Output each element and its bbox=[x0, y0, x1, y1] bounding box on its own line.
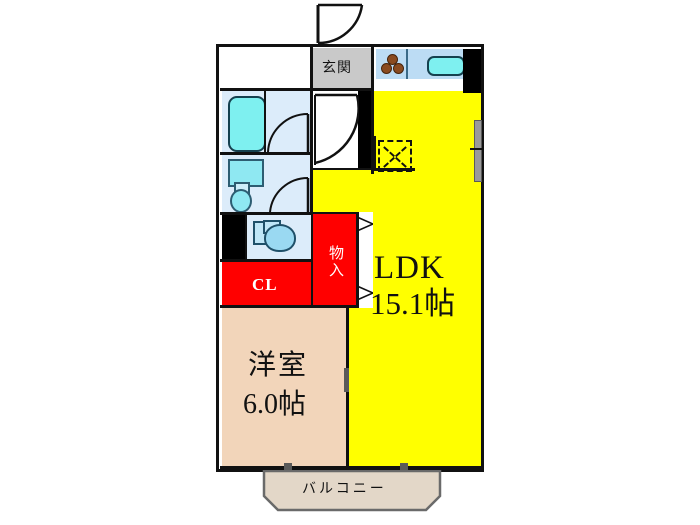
bedroom-name-label: 洋室 bbox=[248, 350, 309, 381]
wall-genkan-left bbox=[310, 46, 313, 168]
wall-toilet-bottom bbox=[220, 259, 312, 262]
wall-sanitary-right bbox=[310, 168, 313, 216]
ldk-size-label: 15.1帖 bbox=[370, 286, 456, 321]
stove-burner-icon bbox=[381, 63, 392, 74]
ldk-window-mullion bbox=[470, 148, 482, 150]
wall-toilet-top bbox=[220, 213, 312, 215]
wall-monoire-top bbox=[311, 211, 359, 214]
room-ldk-lower bbox=[349, 308, 481, 467]
wall-fridge-left bbox=[373, 136, 376, 171]
bathtub-icon bbox=[228, 96, 266, 152]
kitchen-column-black bbox=[463, 49, 481, 93]
toilet-icon bbox=[264, 224, 296, 252]
wall-ldk-notch-top bbox=[313, 168, 375, 170]
ldk-window bbox=[474, 120, 482, 182]
storage-monoire-label: 物入 bbox=[327, 245, 343, 279]
stove-burner-icon bbox=[393, 63, 404, 74]
room-balcony bbox=[262, 469, 442, 512]
entrance-door-swing bbox=[312, 3, 368, 45]
room-ldk-notch bbox=[313, 170, 373, 212]
wall-building-bottom bbox=[220, 466, 482, 469]
bedroom-sliding-door[interactable] bbox=[344, 368, 351, 392]
closet-cl-label: CL bbox=[252, 275, 278, 294]
room-bedroom bbox=[222, 308, 347, 467]
wall-closet-bottom bbox=[220, 305, 312, 308]
wall-monoire-right bbox=[356, 211, 359, 308]
wall-monoire-bottom bbox=[311, 305, 359, 308]
wall-fridge-bottom bbox=[373, 168, 415, 171]
storage-monoire bbox=[313, 213, 357, 306]
wall-bath-bottom bbox=[220, 152, 312, 155]
ldk-name-label: LDK bbox=[374, 250, 445, 286]
bedroom-size-label: 6.0帖 bbox=[243, 389, 307, 420]
wall-monoire-left bbox=[311, 211, 313, 308]
sink-icon bbox=[427, 56, 465, 76]
washbasin-icon bbox=[230, 189, 252, 213]
bath-door-swing bbox=[266, 112, 310, 154]
ldk-balcony-door[interactable] bbox=[400, 463, 408, 472]
shoe-cabinet-icon bbox=[358, 91, 372, 168]
stove-burner-icon bbox=[387, 54, 398, 65]
toilet-niche-black bbox=[222, 215, 245, 260]
balcony-label: バルコニー bbox=[302, 482, 387, 497]
bedroom-balcony-door[interactable] bbox=[284, 463, 292, 472]
wall-bath-top bbox=[220, 88, 312, 91]
stove-area bbox=[378, 49, 408, 79]
sanitary-door-swing bbox=[268, 176, 310, 214]
wall-toilet-left bbox=[245, 215, 247, 260]
wall-genkan-bottom bbox=[310, 88, 373, 91]
genkan-label: 玄関 bbox=[322, 61, 352, 76]
wall-bath-divider bbox=[264, 91, 266, 153]
wall-ldk-left-upper bbox=[371, 46, 374, 174]
closet-cl bbox=[222, 262, 311, 306]
hall-door-swing bbox=[313, 93, 360, 167]
room-genkan bbox=[313, 48, 373, 90]
refrigerator-space-icon bbox=[378, 140, 412, 172]
